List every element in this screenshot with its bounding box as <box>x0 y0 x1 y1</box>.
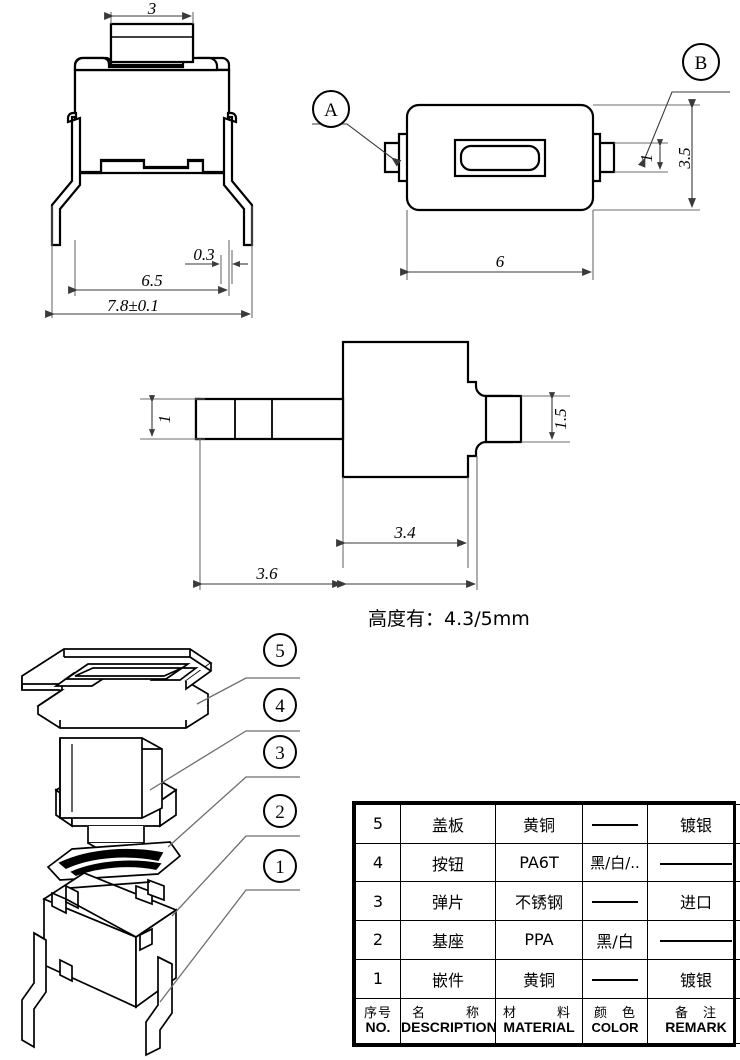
cell-remark: 镀银 <box>647 958 740 999</box>
header-color-en: COLOR <box>591 1019 639 1035</box>
dash-mark <box>592 901 638 904</box>
balloon-5: 5 <box>263 633 297 667</box>
header-description-cn: 名 称 <box>411 1005 484 1021</box>
cell-color: 黑/白/.. <box>582 842 648 883</box>
cell-description: 按钮 <box>400 842 496 883</box>
dim-body-width: 6.5 <box>141 271 162 290</box>
header-remark-cn: 备 注 <box>674 1005 717 1021</box>
front-view-legs <box>50 111 254 247</box>
exploded-leaders <box>149 677 300 1003</box>
dim-pin-height: 1 <box>155 415 174 424</box>
cell-material: 不锈钢 <box>495 881 583 922</box>
balloon-1-label: 1 <box>275 857 285 878</box>
dash-mark <box>660 939 732 942</box>
balloon-2: 2 <box>263 794 297 828</box>
front-view-plunger <box>109 22 195 64</box>
cell-remark <box>647 920 740 960</box>
cell-no: 3 <box>355 881 401 922</box>
cell-material: 黄铜 <box>495 958 583 999</box>
side-view-right-terminal <box>484 394 523 444</box>
side-view-pin <box>194 397 345 441</box>
cell-remark: 镀银 <box>647 804 740 844</box>
balloon-2-label: 2 <box>275 802 285 823</box>
cell-no: 2 <box>355 920 401 960</box>
callout-b: B <box>682 43 720 81</box>
dim-overall-width: 7.8±0.1 <box>107 296 159 315</box>
cell-color <box>582 804 648 844</box>
dash-mark <box>660 862 732 865</box>
top-view-dimension-lines <box>312 91 730 280</box>
header-remark: 备 注 REMARK <box>647 997 740 1045</box>
cell-no: 4 <box>355 842 401 883</box>
cell-material: PA6T <box>495 842 583 883</box>
height-note: 高度有：4.3/5mm <box>368 608 530 630</box>
exploded-part-button <box>54 737 178 865</box>
cell-color <box>582 958 648 999</box>
dim-pin-length: 3.6 <box>255 564 278 583</box>
cell-description: 盖板 <box>400 804 496 844</box>
header-no-en: NO. <box>365 1019 391 1036</box>
header-material-cn: 材 料 <box>502 1005 575 1021</box>
dim-terminal-height: 1.5 <box>551 408 570 429</box>
callout-a-label: A <box>324 100 338 121</box>
dash-mark <box>592 823 638 826</box>
header-remark-en: REMARK <box>665 1019 727 1036</box>
cell-description: 弹片 <box>400 881 496 922</box>
table-row: 3 弹片 不锈钢 进口 <box>355 881 740 922</box>
exploded-part-base <box>21 872 178 1057</box>
dim-pin-thickness: 0.3 <box>193 245 214 264</box>
header-no: 序号 NO. <box>355 997 401 1045</box>
cell-material: 黄铜 <box>495 804 583 844</box>
header-color-cn: 颜 色 <box>593 1006 636 1022</box>
header-no-cn: 序号 <box>363 1005 392 1021</box>
cell-description: 基座 <box>400 920 496 960</box>
exploded-part-spring <box>46 841 182 881</box>
cell-remark: 进口 <box>647 881 740 922</box>
dim-top-depth: 3.5 <box>675 147 694 169</box>
balloon-4: 4 <box>263 688 297 722</box>
balloon-5-label: 5 <box>275 641 285 662</box>
table-row: 2 基座 PPA 黑/白 <box>355 920 740 960</box>
cell-no: 1 <box>355 958 401 999</box>
cell-no: 5 <box>355 804 401 844</box>
front-view-dimension-lines <box>45 12 253 318</box>
balloon-3: 3 <box>263 735 297 769</box>
cell-color <box>582 881 648 922</box>
dim-top-length: 6 <box>496 252 505 271</box>
header-material-en: MATERIAL <box>503 1019 575 1036</box>
balloon-4-label: 4 <box>275 696 285 717</box>
header-material: 材 料 MATERIAL <box>495 997 583 1045</box>
table-row: 4 按钮 PA6T 黑/白/.. <box>355 842 740 883</box>
parts-table: 5 盖板 黄铜 镀银 4 按钮 PA6T 黑/白/.. 3 弹片 不锈钢 进口 <box>352 801 740 1047</box>
cell-color: 黑/白 <box>582 920 648 960</box>
callout-b-label: B <box>695 53 708 74</box>
cell-remark <box>647 842 740 883</box>
dim-body-length: 3.4 <box>393 523 416 542</box>
top-view-slot <box>453 138 547 178</box>
header-description-en: DESCRIPTION <box>401 1019 497 1036</box>
dim-terminal-width: 1 <box>637 154 656 163</box>
header-color: 颜 色 COLOR <box>582 997 648 1045</box>
cell-material: PPA <box>495 920 583 960</box>
table-header-row: 序号 NO. 名 称 DESCRIPTION 材 料 MATERIAL 颜 色 … <box>355 997 740 1045</box>
front-view-body <box>73 68 231 174</box>
header-description: 名 称 DESCRIPTION <box>400 997 497 1045</box>
table-row: 5 盖板 黄铜 镀银 <box>355 804 740 844</box>
dash-mark <box>592 978 638 981</box>
callout-a: A <box>312 90 350 128</box>
front-view-lid <box>73 56 219 72</box>
balloon-3-label: 3 <box>275 743 285 764</box>
side-view-dimension-lines <box>140 392 570 590</box>
dim-button-width: 3 <box>147 0 157 18</box>
cell-description: 嵌件 <box>400 958 496 999</box>
table-row: 1 嵌件 黄铜 镀银 <box>355 958 740 999</box>
balloon-1: 1 <box>263 849 297 883</box>
exploded-part-cover <box>21 648 213 729</box>
